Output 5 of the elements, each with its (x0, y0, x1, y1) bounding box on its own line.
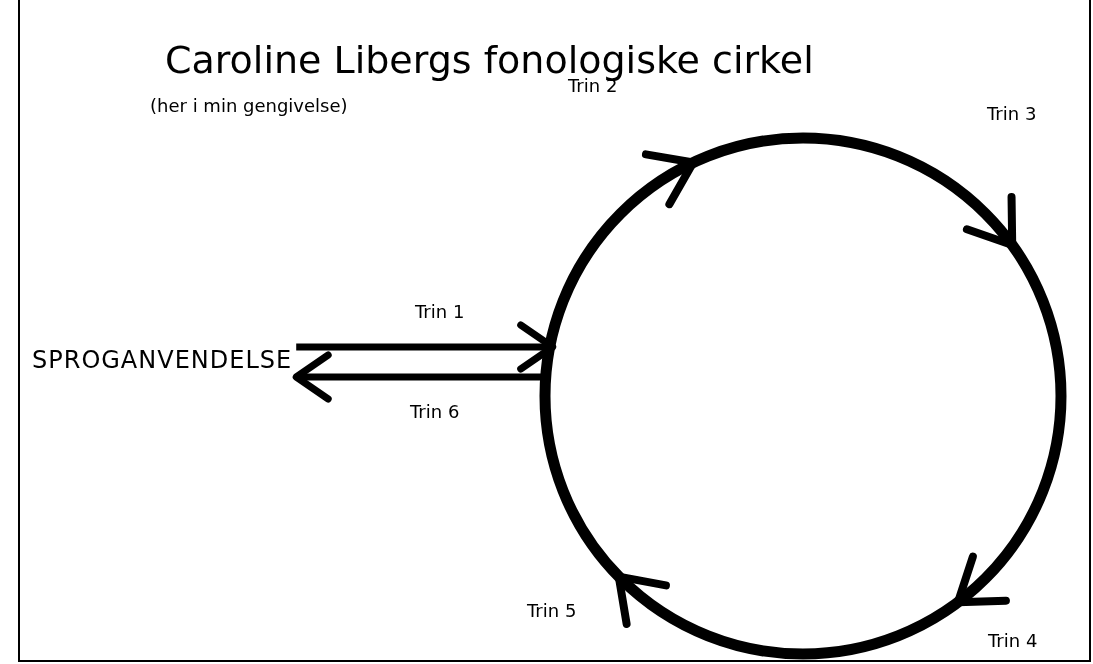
step-label: Trin 5 (527, 600, 577, 621)
step-label: Trin 3 (987, 103, 1037, 124)
subtitle: (her i min gengivelse) (150, 95, 348, 116)
step-label: Trin 4 (988, 630, 1038, 651)
text-label: SPROGANVENDELSE (32, 318, 375, 402)
